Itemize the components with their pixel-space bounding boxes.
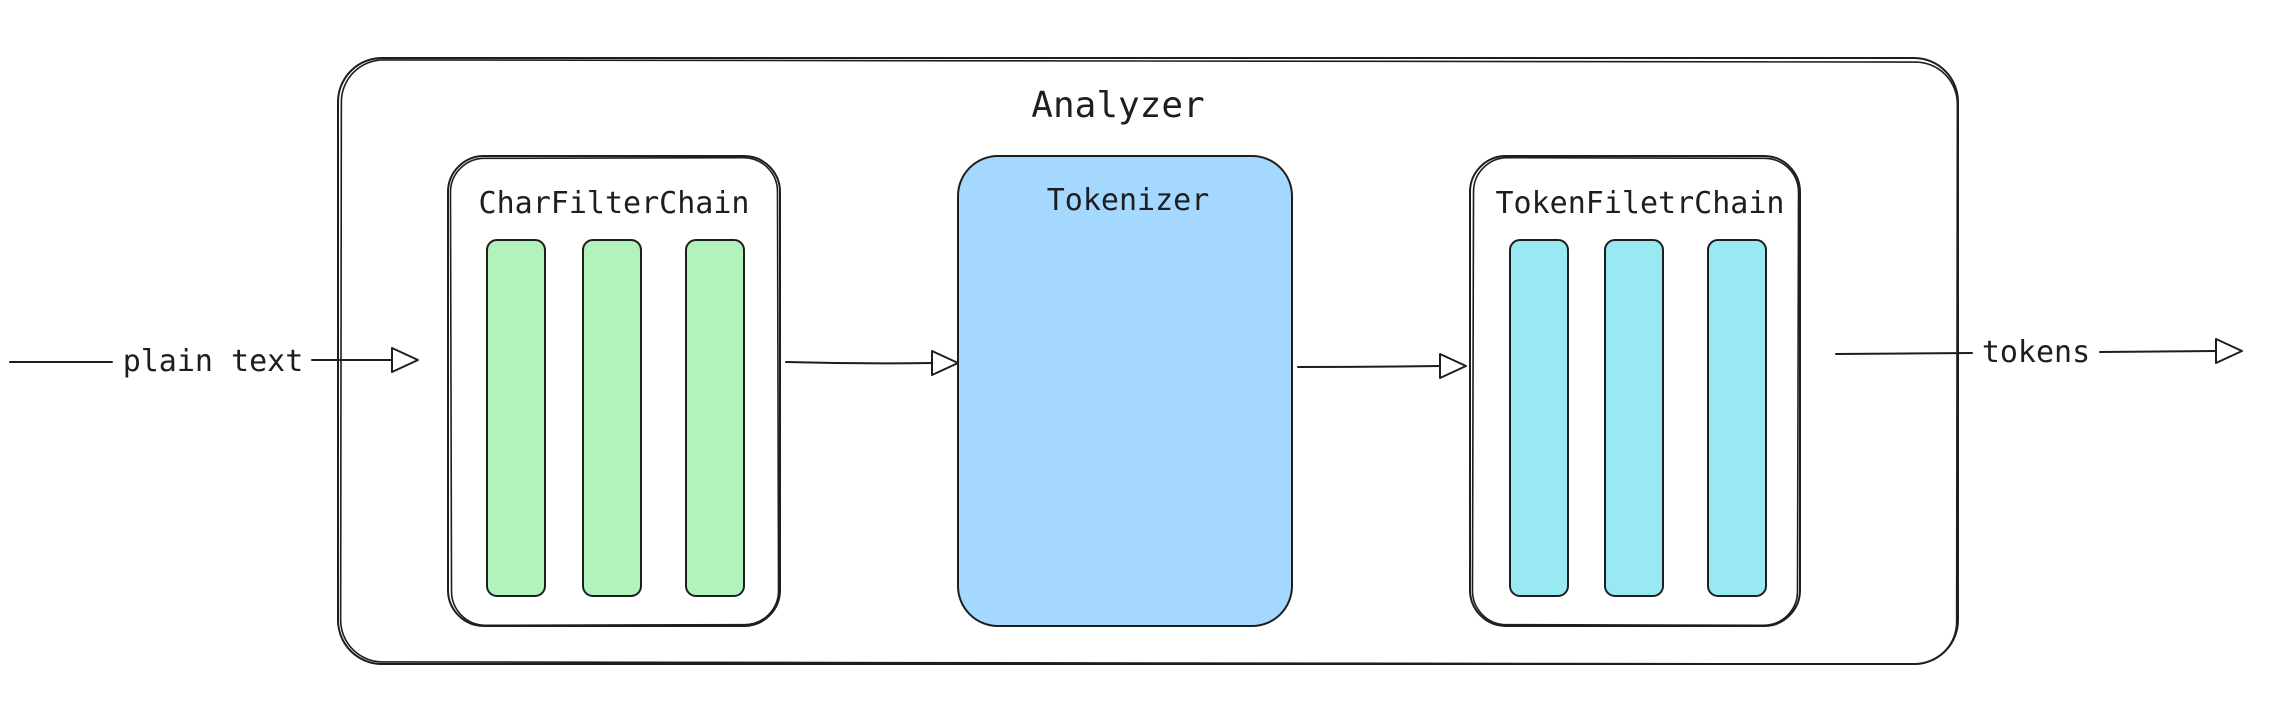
tokenizer-label: Tokenizer	[1047, 183, 1210, 218]
token-filter-3	[1707, 239, 1767, 597]
char-filter-1	[486, 239, 546, 597]
arrow-tokenizer-to-tokenfilter	[1297, 353, 1467, 379]
char-filter-2	[582, 239, 642, 597]
arrow-charfilter-to-tokenizer	[785, 350, 959, 376]
token-filter-2	[1604, 239, 1664, 597]
token-filter-1	[1509, 239, 1569, 597]
analyzer-title: Analyzer	[1031, 85, 1204, 126]
output-label: tokens	[1982, 335, 2090, 370]
char-filter-chain-label: CharFilterChain	[479, 186, 750, 221]
input-arrow	[9, 347, 419, 373]
token-filter-chain-label: TokenFiletrChain	[1496, 186, 1785, 221]
tokenizer-box	[957, 155, 1293, 627]
output-arrow	[1835, 338, 2243, 364]
char-filter-chain-box	[447, 155, 781, 627]
input-label: plain text	[123, 344, 304, 379]
char-filter-3	[685, 239, 745, 597]
token-filter-chain-box	[1469, 155, 1801, 627]
